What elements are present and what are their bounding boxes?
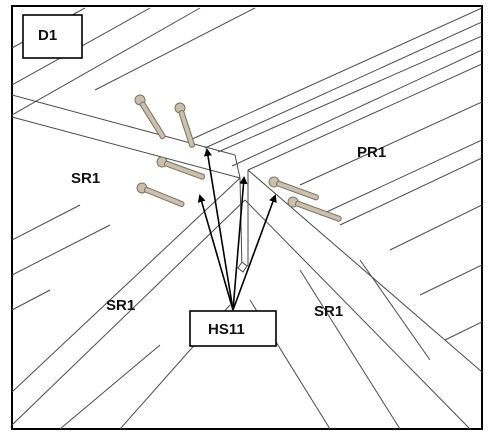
screws: [134, 94, 342, 222]
arrow-icon: [232, 194, 277, 311]
screw-icon: [268, 176, 319, 201]
arrow-icon: [204, 148, 234, 311]
callout-box: [189, 310, 277, 347]
timber-lines: [12, 7, 482, 429]
screw-icon: [134, 94, 166, 140]
arrow-icon: [232, 176, 248, 311]
label-sr1-bottom-left: SR1: [106, 297, 135, 314]
callout-arrows: [197, 148, 277, 311]
detail-tag: D1: [38, 27, 57, 44]
drawing-frame: [11, 5, 483, 430]
arrow-icon: [197, 194, 234, 311]
callout-label: HS11: [208, 321, 245, 338]
label-sr1-bottom-right: SR1: [314, 303, 343, 320]
label-pr1: PR1: [357, 144, 386, 161]
screw-icon: [287, 196, 342, 222]
label-sr1-top-left: SR1: [71, 170, 100, 187]
screw-icon: [174, 102, 196, 148]
screw-icon: [156, 156, 206, 180]
screw-icon: [136, 182, 185, 208]
detail-tag-box: [22, 14, 83, 59]
